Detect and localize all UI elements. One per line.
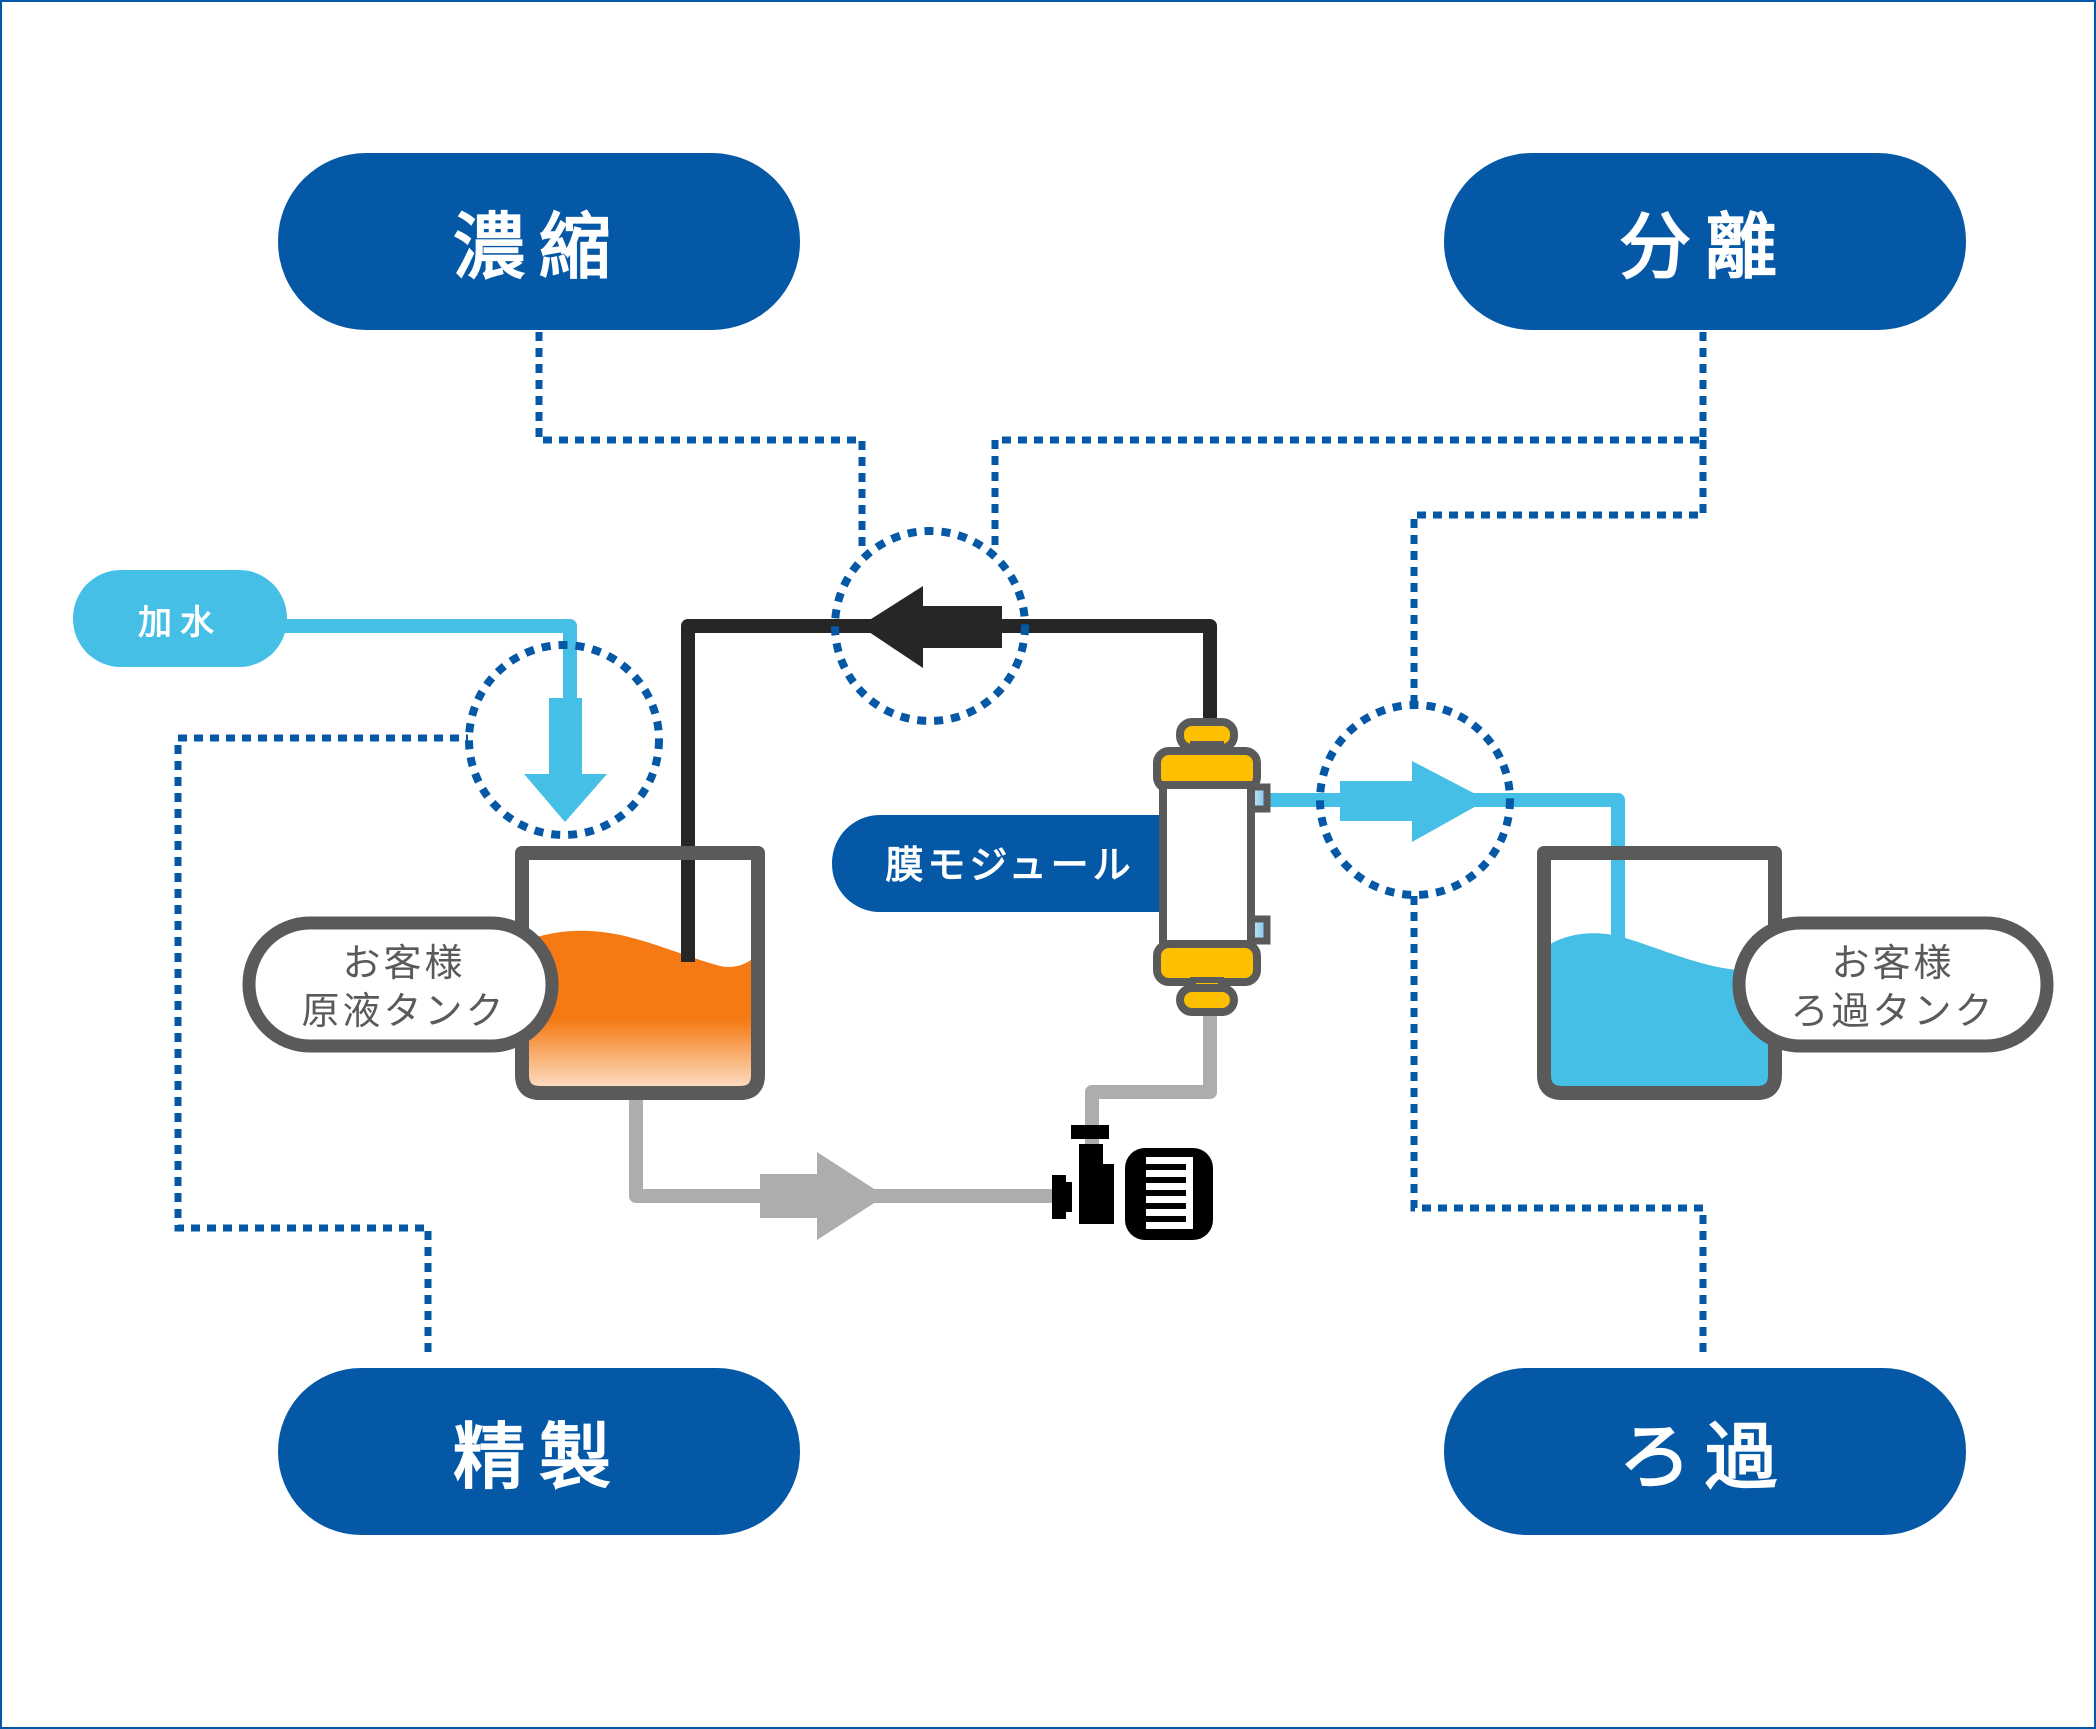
arrow-down-icon — [524, 698, 607, 822]
highlight-circles — [465, 527, 1514, 899]
raw-tank-label-line1: お客様 — [342, 941, 465, 985]
dotted-connectors — [174, 332, 1707, 1352]
connector-separation-top — [991, 332, 1707, 548]
arrow-left-icon — [860, 586, 1002, 668]
water-add: 加水 — [73, 570, 607, 822]
pill-separation: 分離 — [1444, 153, 1966, 330]
filtrate-tank-liquid — [1544, 933, 1775, 1092]
connector-separation-right — [1410, 440, 1707, 705]
pill-concentration-label: 濃縮 — [453, 205, 625, 289]
pump-icon — [1052, 1125, 1213, 1240]
connector-filtration — [1410, 896, 1707, 1352]
water-add-pill — [73, 570, 287, 667]
raw-tank-body — [515, 846, 765, 1100]
highlight-water-add — [465, 641, 663, 839]
raw-tank-label-line2: 原液タンク — [301, 989, 506, 1033]
raw-tank-label: お客様 原液タンク — [242, 916, 559, 1053]
filtrate-tank-label-line1: お客様 — [1831, 941, 1954, 985]
feed-pipe — [629, 1098, 1070, 1203]
filtrate-tank-body — [1537, 846, 1782, 1100]
filtrate-tank: お客様 ろ過タンク — [1537, 846, 2054, 1100]
highlight-permeate — [1316, 701, 1514, 899]
highlight-retentate — [831, 527, 1029, 725]
pump-motor-fins — [1146, 1157, 1193, 1229]
membrane-module-label: 膜モジュール — [885, 843, 1134, 887]
membrane-body — [1159, 781, 1255, 951]
water-add-line — [270, 619, 577, 700]
pill-filtration-label: ろ過 — [1619, 1415, 1791, 1499]
filtrate-tank-label: お客様 ろ過タンク — [1732, 916, 2054, 1053]
connector-purification — [174, 734, 468, 1352]
pill-purification-label: 精製 — [453, 1415, 625, 1499]
raw-tank-liquid — [522, 930, 758, 1092]
pill-filtration: ろ過 — [1444, 1368, 1966, 1535]
permeate-line — [1260, 761, 1625, 940]
pump-discharge-pipe — [1085, 1010, 1217, 1150]
retentate-return — [681, 586, 1217, 960]
feed-line — [629, 1010, 1217, 1240]
membrane-module: 膜モジュール — [832, 718, 1271, 1016]
pill-purification: 精製 — [278, 1368, 800, 1535]
filtrate-tank-label-line2: ろ過タンク — [1790, 989, 1995, 1033]
connector-concentration — [535, 332, 866, 548]
pill-separation-label: 分離 — [1619, 205, 1791, 289]
arrow-right-gray-icon — [760, 1152, 885, 1240]
water-add-label: 加水 — [138, 603, 222, 643]
arrow-right-icon — [1340, 761, 1487, 842]
pill-concentration: 濃縮 — [278, 153, 800, 330]
raw-tank: お客様 原液タンク — [242, 846, 765, 1100]
